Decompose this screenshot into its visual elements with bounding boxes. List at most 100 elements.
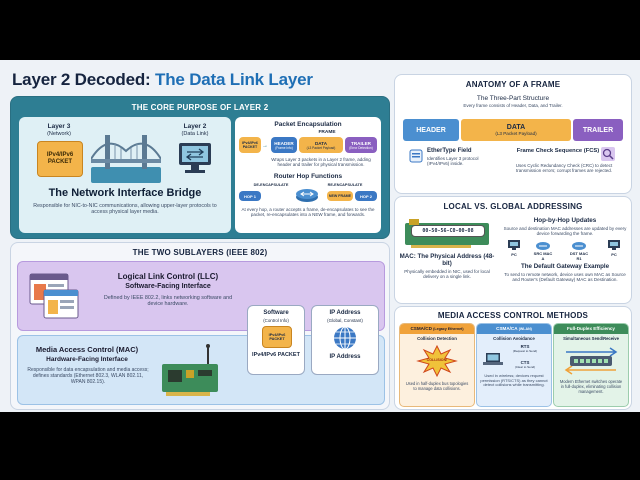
llc-sub: Software-Facing Interface xyxy=(125,283,211,290)
cts-label: CTS xyxy=(520,360,530,365)
frame-data-sub: (L3 Packet Payload) xyxy=(495,131,537,136)
bridge-desc: Responsible for NIC-to-NIC communication… xyxy=(33,203,217,216)
fd-title: Full-Duplex Efficiency xyxy=(567,326,615,331)
encap-trailer: TRAILER(Error Detection) xyxy=(345,137,377,153)
fcs-title: Frame Check Sequence (FCS) xyxy=(516,148,600,154)
layer2-label: Layer 2 xyxy=(183,123,207,130)
pc2-label: PC xyxy=(611,252,617,257)
new-frame-label: NEW FRAME xyxy=(328,194,352,198)
pc1-icon xyxy=(508,240,520,250)
software-card: Software (Control Info) IPv4/IPv6 PACKET… xyxy=(247,305,305,375)
pc2-icon xyxy=(608,240,620,250)
collision-label: COLLISION! xyxy=(426,358,448,362)
rts-sub: (Request to Send) xyxy=(512,349,538,353)
anatomy-panel: ANATOMY OF A FRAME The Three-Part Struct… xyxy=(394,74,632,194)
ip-label: IP Address xyxy=(329,354,361,360)
bridge-icon xyxy=(91,135,161,183)
layer2-sub: (Data Link) xyxy=(181,131,209,137)
page-title: Layer 2 Decoded: The Data Link Layer xyxy=(12,70,313,90)
software-packet-small: IPv4/IPv6 PACKET xyxy=(268,332,286,341)
cts-sub: (Clear to Send) xyxy=(514,365,536,369)
llc-title: Logical Link Control (LLC) xyxy=(117,272,219,281)
ethertype-desc: Identifies Layer 3 protocol (IPv4/IPv6) … xyxy=(427,156,479,167)
csmacd-card: CSMA/CD (Legacy Ethernet) Collision Dete… xyxy=(399,323,475,407)
computer-icon xyxy=(179,143,211,173)
ethertype-icon xyxy=(409,149,423,163)
laptop-icon xyxy=(483,353,503,365)
software-title: Software xyxy=(263,310,289,316)
core-purpose-header: THE CORE PURPOSE OF LAYER 2 xyxy=(131,103,269,112)
mac-sub: Hardware-Facing Interface xyxy=(46,356,128,363)
encap-title: Packet Encapsulation xyxy=(274,121,342,128)
frame-header-label: HEADER xyxy=(416,126,446,134)
globe-icon xyxy=(334,326,356,350)
rts-label: RTS xyxy=(520,344,530,349)
frame-data-label: DATA xyxy=(506,124,526,131)
encap-header-label: HEADER xyxy=(274,140,294,146)
csmaca-card: CSMA/CA (WLAN) Collision Avoidance RTS (… xyxy=(476,323,552,407)
collision-icon xyxy=(416,344,458,378)
encap-header-sub: (Frame Info) xyxy=(275,145,293,150)
frame-trailer-label: TRAILER xyxy=(582,126,614,134)
hop2-label: HOP 2 xyxy=(360,193,372,199)
src-mac-label: SRC MAC A xyxy=(533,251,553,261)
hop-desc: At every hop, a router accepts a frame, … xyxy=(241,207,375,218)
csmaca-label: Collision Avoidance xyxy=(493,336,535,341)
encap-header: HEADER(Frame Info) xyxy=(271,137,297,153)
csmaca-desc: Used in wireless; devices request permis… xyxy=(480,373,548,388)
addressing-header: LOCAL VS. GLOBAL ADDRESSING xyxy=(443,202,583,211)
software-packet-label: IPv4/IPv6 PACKET xyxy=(252,352,300,358)
arrow-right-icon: → xyxy=(262,143,268,149)
hop1-box: HOP 1 xyxy=(239,191,261,201)
mac-title: Media Access Control (MAC) xyxy=(35,345,139,354)
hop1-label: HOP 1 xyxy=(244,193,256,199)
llc-desc: Defined by IEEE 802.2, links networking … xyxy=(103,295,233,308)
encap-data-sub: (L3 Packet Payload) xyxy=(306,145,336,150)
router-icon xyxy=(296,189,318,202)
layer3-sub: (Network) xyxy=(47,131,71,137)
sublayers-header: THE TWO SUBLAYERS (IEEE 802) xyxy=(132,248,268,257)
fd-label: Simultaneous Send/Receive xyxy=(563,336,619,341)
ip-card: IP Address (Global, Constant) IP Address xyxy=(311,305,379,375)
encap-data-label: DATA xyxy=(314,140,328,146)
mac-physical-desc: Physically embedded in NIC, used for loc… xyxy=(404,269,490,280)
gateway-title: The Default Gateway Example xyxy=(520,263,610,270)
bridge-title: The Network Interface Bridge xyxy=(48,187,202,199)
encap-trailer-sub: (Error Detection) xyxy=(349,145,373,150)
title-part2: The Data Link Layer xyxy=(155,70,313,89)
de-encap-label: DE-ENCAPSULATE xyxy=(253,183,289,187)
router2-icon xyxy=(572,242,586,250)
gateway-desc: To send to remote network, device uses o… xyxy=(504,272,626,283)
csmacd-title: CSMA/CD xyxy=(410,326,432,331)
software-window-icon xyxy=(29,273,79,319)
media-access-panel: MEDIA ACCESS CONTROL METHODS CSMA/CD (Le… xyxy=(394,306,632,410)
software-sub: (Control Info) xyxy=(263,318,289,323)
new-frame-box: NEW FRAME xyxy=(327,191,353,201)
anatomy-subtitle: The Three-Part Structure xyxy=(476,95,550,102)
full-duplex-card: Full-Duplex Efficiency Simultaneous Send… xyxy=(553,323,629,407)
encap-data: DATA(L3 Packet Payload) xyxy=(299,137,343,153)
software-packet-icon: IPv4/IPv6 PACKET xyxy=(262,326,292,348)
encapsulation-section: Packet Encapsulation FRAME IPv4/IPv6 PAC… xyxy=(235,117,381,233)
mac-desc: Responsible for data encapsulation and m… xyxy=(27,367,149,385)
encap-trailer-label: TRAILER xyxy=(351,140,371,146)
ip-title: IP Address xyxy=(329,310,361,316)
frame-label: FRAME xyxy=(318,130,336,135)
slide: Layer 2 Decoded: The Data Link Layer THE… xyxy=(0,60,640,412)
nic-card-icon xyxy=(162,344,218,396)
pc1-label: PC xyxy=(511,252,517,257)
ethertype-title: EtherType Field xyxy=(427,148,472,154)
mac-physical-title: MAC: The Physical Address (48-bit) xyxy=(399,253,495,267)
hop-by-hop-title: Hop-by-Hop Updates xyxy=(533,217,597,224)
mac-address-value: 00-50-56-C0-00-08 xyxy=(411,225,485,237)
encap-packet-label: IPv4/IPv6 PACKET xyxy=(242,141,258,149)
encap-desc: Wraps Layer 3 packets in a Layer 2 frame… xyxy=(271,157,371,168)
anatomy-header: ANATOMY OF A FRAME xyxy=(465,80,561,89)
csmacd-label: Collision Detection xyxy=(417,336,457,341)
frame-trailer-block: TRAILER xyxy=(573,119,623,141)
switch-icon xyxy=(564,347,618,375)
re-encap-label: RE-ENCAPSULATE xyxy=(327,183,363,187)
magnifier-icon xyxy=(601,147,615,161)
csmaca-title: CSMA/CA xyxy=(496,326,518,331)
csmaca-sub: (WLAN) xyxy=(518,327,532,331)
